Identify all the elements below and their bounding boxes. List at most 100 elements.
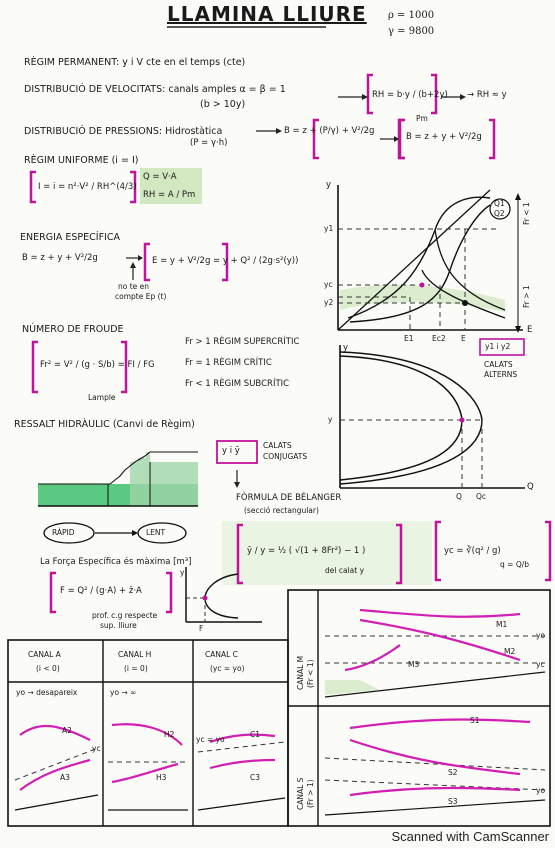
velocitats-rh: RH = b·y / (b+2y)	[372, 90, 448, 100]
canal-a-sub: (i < 0)	[36, 664, 60, 673]
gamma-value: γ = 9800	[388, 26, 435, 37]
graph-e-q1: Q1	[494, 199, 505, 208]
belanger-note: del calat y	[325, 566, 365, 575]
canal-c1: C1	[250, 730, 261, 739]
forsa-note-1: prof. c.g respecte	[92, 611, 158, 620]
graph-e-e: E	[461, 334, 466, 343]
ressalt-calats-label-2: CONJUGATS	[263, 452, 308, 461]
canal-h-title: CANAL H	[118, 650, 152, 659]
forsa-note-2: sup. lliure	[100, 621, 137, 630]
energia-note-2: compte Ep (t)	[115, 292, 167, 301]
canal-s3: S3	[448, 797, 458, 806]
graph-f-y: y	[180, 568, 185, 577]
belanger-formula: ȳ / y = ½ ( √(1 + 8Fr²) − 1 )	[247, 546, 366, 556]
graph-f-f: F	[199, 624, 204, 633]
velocitats-pm: Pm	[416, 114, 428, 123]
yc-note: q = Q/b	[500, 560, 530, 569]
rho-value: ρ = 1000	[388, 10, 435, 21]
ressalt-label: RESSALT HIDRÀULIC (Canvi de Règim)	[14, 419, 195, 430]
canal-h-note: yo → ∞	[110, 688, 137, 697]
highlight-belanger	[222, 521, 432, 585]
froude-rule-2: Fr = 1 RÈGIM CRÍTIC	[185, 358, 272, 368]
graph-e-y-label: y	[326, 180, 332, 190]
regim-permanent: RÈGIM PERMANENT: y i V cte en el temps (…	[24, 57, 246, 68]
canal-m2: M2	[504, 647, 516, 656]
velocitats-rh-result: → RH ≈ y	[467, 90, 507, 100]
canal-s-sub: (Fr > 1)	[306, 779, 315, 808]
yc-formula: yc = ∛(q² / g)	[444, 546, 501, 556]
canal-c3: C3	[250, 773, 261, 782]
graph-e-y1: y1	[324, 224, 334, 233]
canal-a3: A3	[60, 773, 70, 782]
graph-q-x-label: Q	[527, 482, 534, 492]
ressalt-lent: LENT	[146, 528, 166, 537]
froude-lample: Lample	[88, 393, 116, 402]
graph-q-q: Q	[456, 492, 462, 501]
canal-m-sub: (Fr < 1)	[306, 659, 315, 688]
canal-a-note: yo → desapareix	[16, 688, 78, 697]
graph-e-yc: yc	[324, 280, 333, 289]
graph-q-yc: y	[328, 415, 333, 424]
graph-e-fr-gt: Fr > 1	[522, 285, 531, 308]
graph-e-fr-lt: Fr < 1	[522, 202, 531, 225]
canal-c-note: yc = yo	[196, 735, 225, 744]
canal-m1: M1	[496, 620, 508, 629]
canal-h2: H2	[164, 730, 175, 739]
uniforme-formula: I = i = n²·V² / RH^(4/3)	[38, 182, 137, 192]
pressions-formula: B = z + (P/γ) + V²/2g	[284, 126, 375, 136]
energia-e: E = y + V²/2g = y + Q² / (2g·s²(y))	[152, 256, 299, 266]
canal-h3: H3	[156, 773, 167, 782]
page-title: LLAMINA LLIURE	[167, 2, 367, 26]
graph-e-q2: Q2	[494, 209, 505, 218]
uniforme-q: Q = V·A	[143, 172, 177, 182]
scanner-watermark: Scanned with CamScanner	[391, 829, 549, 844]
graph-q-y-label: y	[343, 343, 349, 353]
ressalt-calats-label-1: CALATS	[263, 441, 292, 450]
canal-a-yc: yc	[92, 744, 101, 753]
belanger-label: FÒRMULA DE BÉLANGER	[236, 493, 342, 503]
canal-s2: S2	[448, 768, 458, 777]
forsa-formula: F = Q² / (g·A) + z̄·A	[60, 586, 142, 596]
graph-q-qc: Qc	[476, 492, 487, 501]
highlight-uniforme	[140, 168, 202, 204]
canal-m-title: CANAL M	[296, 655, 305, 690]
canal-m-yc: yc	[536, 660, 545, 669]
canal-s-yo: yo	[536, 786, 546, 795]
graph-e-y2: y2	[324, 298, 334, 307]
froude-rule-3: Fr < 1 RÈGIM SUBCRÍTIC	[185, 379, 290, 389]
graph-e-calats-2: CALATS	[484, 360, 513, 369]
energia-label: ENERGIA ESPECÍFICA	[20, 232, 120, 243]
froude-label: NÚMERO DE FROUDE	[22, 324, 124, 335]
pressions-result: B = z + y + V²/2g	[406, 132, 482, 142]
graph-e-calats-1: y1 i y2	[485, 342, 511, 351]
graph-e-e1: E1	[404, 334, 414, 343]
uniforme-rh: RH = A / Pm	[143, 190, 196, 200]
canal-m-yo: yo	[536, 631, 546, 640]
highlight-e-curve	[340, 284, 505, 312]
graph-e-calats-3: ALTERNS	[484, 370, 518, 379]
pressions-sub: (P = γ·h)	[190, 138, 228, 148]
ressalt-rapid: RÀPID	[52, 528, 75, 537]
uniforme-label: RÈGIM UNIFORME (i = I)	[24, 155, 139, 166]
canal-a-title: CANAL A	[28, 650, 61, 659]
graph-e-x-label: E	[527, 325, 533, 335]
canal-s1: S1	[470, 716, 480, 725]
canal-a2: A2	[62, 726, 72, 735]
canal-s-title: CANAL S	[296, 777, 305, 810]
energia-note-1: no te en	[118, 282, 150, 291]
graph-e-curve-q1	[347, 196, 491, 319]
froude-formula: Fr² = V² / (g · S/b) = FI / FG	[40, 360, 155, 370]
belanger-sub: (secció rectangular)	[244, 506, 319, 515]
velocitats-label: DISTRIBUCIÓ DE VELOCITATS: canals amples…	[24, 84, 286, 95]
canal-m3: M3	[408, 660, 420, 669]
froude-rule-1: Fr > 1 RÈGIM SUPERCRÍTIC	[185, 337, 300, 347]
ressalt-calats: y i ȳ	[222, 446, 240, 456]
pressions-label: DISTRIBUCIÓ DE PRESSIONS: Hidrostàtica	[24, 126, 223, 137]
velocitats-condition: (b > 10y)	[200, 99, 246, 110]
canal-c-sub: (yc = yo)	[210, 664, 245, 673]
energia-b: B = z + y + V²/2g	[22, 253, 98, 263]
graph-e-ec: Ec2	[432, 334, 446, 343]
forsa-label: La Força Específica és màxima [m³]	[40, 557, 192, 567]
